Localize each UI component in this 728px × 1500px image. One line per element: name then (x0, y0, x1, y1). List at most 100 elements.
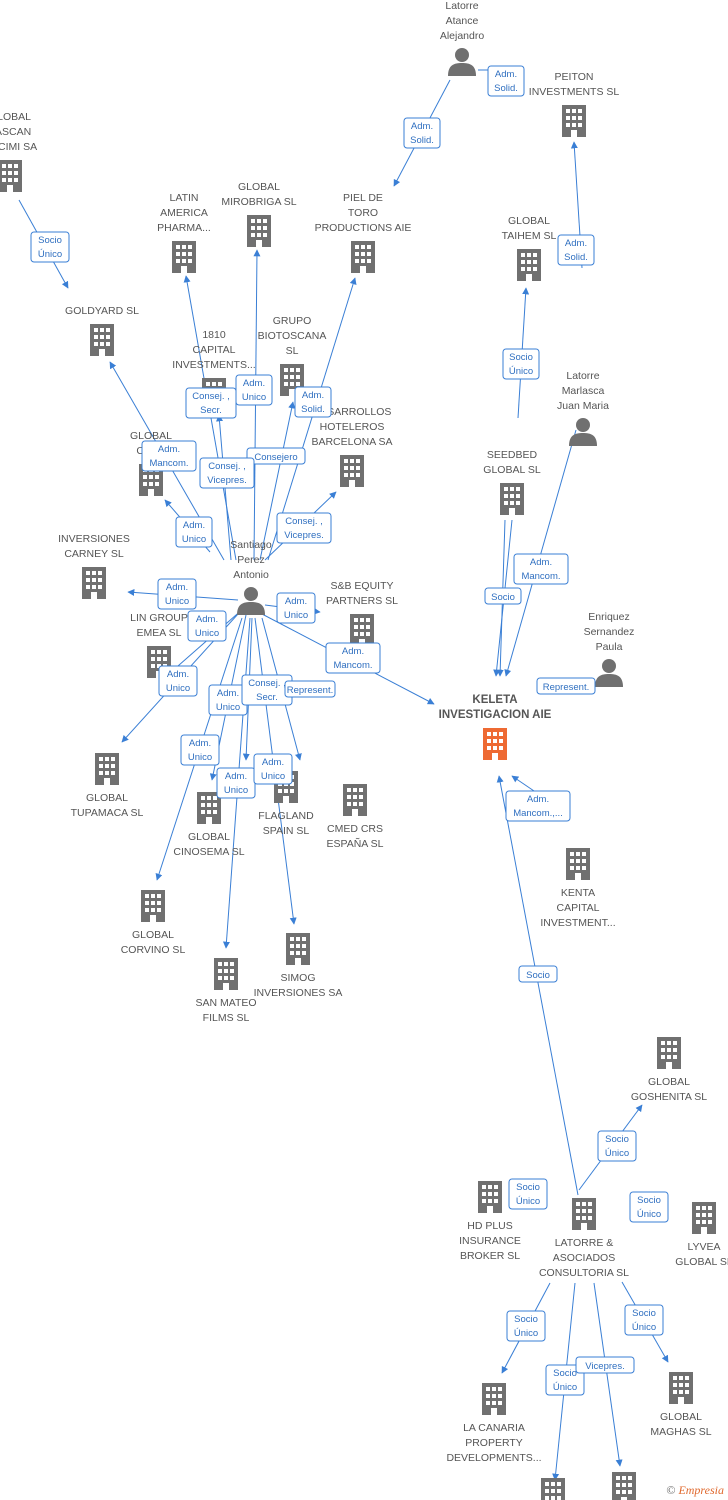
edge-label-e20-box[interactable]: Represent. (536, 677, 596, 695)
edge-label-e13[interactable]: Consej. ,Vicepres. (276, 512, 332, 544)
node-label-line: CONSULTORIA SL (539, 1267, 629, 1279)
building-icon (478, 1181, 502, 1213)
edge-label-text: Unico (224, 785, 248, 796)
company-node-kenta-capital[interactable]: KENTACAPITALINVESTMENT... (540, 848, 616, 929)
person-icon (237, 587, 265, 615)
edge-label-text: Mancom. (149, 458, 188, 469)
node-label-line: PRODUCTIONS AIE (315, 222, 412, 234)
edge-label-e1[interactable]: Adm.Solid. (403, 117, 441, 149)
edge-line-e20 (504, 429, 577, 677)
company-node-latin-america-pharma[interactable]: LATINAMERICAPHARMA... (157, 192, 211, 273)
edge-label-e4[interactable]: Adm.Solid. (557, 234, 595, 266)
edge-label-e19[interactable]: Adm.Mancom. (325, 642, 381, 674)
company-node-goldyard[interactable]: GOLDYARD SL (65, 305, 139, 356)
edge-label-box (508, 1178, 548, 1210)
edge-label-e27[interactable]: Adm.Unico (253, 753, 293, 785)
edge-label-e18[interactable]: Adm.Unico (158, 665, 198, 697)
company-node-capital-1810[interactable]: 1810CAPITALINVESTMENTS... (172, 329, 256, 410)
building-icon (500, 483, 524, 515)
building-icon (340, 455, 364, 487)
company-node-la-canaria[interactable]: LA CANARIAPROPERTYDEVELOPMENTS... (446, 1383, 542, 1464)
node-label-line: Antonio (233, 569, 269, 581)
edge-label-e6[interactable]: Adm.Unico (235, 374, 273, 406)
company-node-lin-group[interactable]: LIN GROUP EMEA SL (130, 612, 188, 678)
node-label-line: MIROBRIGA SL (221, 196, 296, 208)
node-label-line: HOTELEROS (320, 421, 385, 433)
edge-label-e15[interactable]: Socio (484, 587, 522, 605)
node-label-line: GRUPO (273, 315, 312, 327)
edge-label-e12[interactable]: Adm.Unico (175, 516, 213, 548)
edge-label-e21[interactable]: Adm.Unico (276, 592, 316, 624)
edge-label-e26[interactable]: Adm.Unico (216, 767, 256, 799)
edge-label-text: Mancom.,... (513, 808, 563, 819)
edge-label-text: Unico (242, 392, 266, 403)
edge-label-e9[interactable]: Adm.Mancom. (141, 440, 197, 472)
node-label-line: EMEA SL (137, 627, 182, 639)
building-icon (657, 1037, 681, 1069)
edge-label-e25[interactable]: Adm.Unico (180, 734, 220, 766)
edge-label-e24[interactable]: Represent. (284, 680, 336, 698)
company-node-global-pascan[interactable]: GLOBALPASCANSOCIMI SA (0, 111, 37, 192)
edge-label-e17[interactable]: Adm.Unico (187, 610, 227, 642)
edge-label-box (157, 578, 197, 610)
edge-label-e7[interactable]: Consej. ,Secr. (185, 387, 237, 419)
edge-label-text: Consej. , (208, 461, 246, 472)
edge-label-text: Solid. (494, 83, 518, 94)
edge-label-e14[interactable]: Adm.Mancom. (513, 553, 569, 585)
edge-label-text: Único (38, 249, 62, 260)
edge-label-e11[interactable]: Consej. ,Vicepres. (199, 457, 255, 489)
edge-label-e36[interactable]: Vicepres. (575, 1356, 635, 1374)
edge-label-text: Represent. (287, 685, 333, 696)
edge-label-e10[interactable]: Consejero (246, 447, 306, 465)
company-node-bottom-2[interactable] (612, 1472, 636, 1500)
edge-label-e28[interactable]: Adm.Mancom.,... (505, 790, 571, 822)
edge-label-text: Solid. (564, 252, 588, 263)
edge-label-e22[interactable]: Adm.Unico (208, 684, 248, 716)
edge-label-e29[interactable]: Socio (518, 965, 558, 983)
edge-label-text: Adm. (302, 390, 324, 401)
company-node-bottom-1[interactable] (541, 1478, 565, 1500)
edge-label-e2[interactable]: Adm.Solid. (487, 65, 525, 97)
edge-label-e8[interactable]: Adm.Solid. (294, 386, 332, 418)
node-label-line: Alejandro (440, 30, 485, 42)
edge-label-e16[interactable]: Adm.Unico (157, 578, 197, 610)
edge-label-text: Único (632, 1322, 656, 1333)
edge-label-text: Único (509, 366, 533, 377)
node-label-line: LIN GROUP (130, 612, 188, 624)
edge-label-box (624, 1304, 664, 1336)
